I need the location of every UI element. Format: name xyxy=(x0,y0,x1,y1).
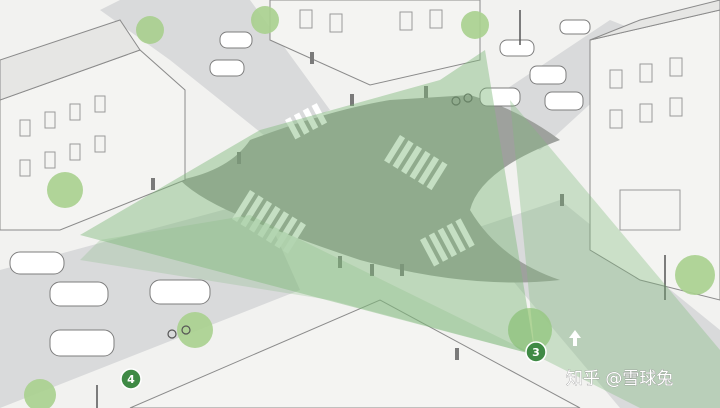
sight-triangle-upper-right xyxy=(80,50,535,355)
sight-triangle-right-corner xyxy=(510,100,720,408)
street-trees xyxy=(24,6,715,408)
watermark-text: 知乎 @雪球兔 xyxy=(566,369,673,389)
sight-triangle-lower-left xyxy=(80,215,535,355)
parked-cars xyxy=(9,19,591,357)
marker-4: 4 xyxy=(120,368,142,390)
marker-3: 3 xyxy=(525,341,547,363)
pedestrians xyxy=(151,52,564,360)
visibility-zones xyxy=(80,50,720,408)
lane-arrow xyxy=(569,330,581,346)
street-lamps xyxy=(96,10,666,408)
marker-3-label: 3 xyxy=(532,346,540,359)
building-windows xyxy=(19,9,683,231)
crosswalks xyxy=(231,103,475,267)
marker-4-label: 4 xyxy=(127,373,135,386)
cyclists xyxy=(167,93,473,339)
